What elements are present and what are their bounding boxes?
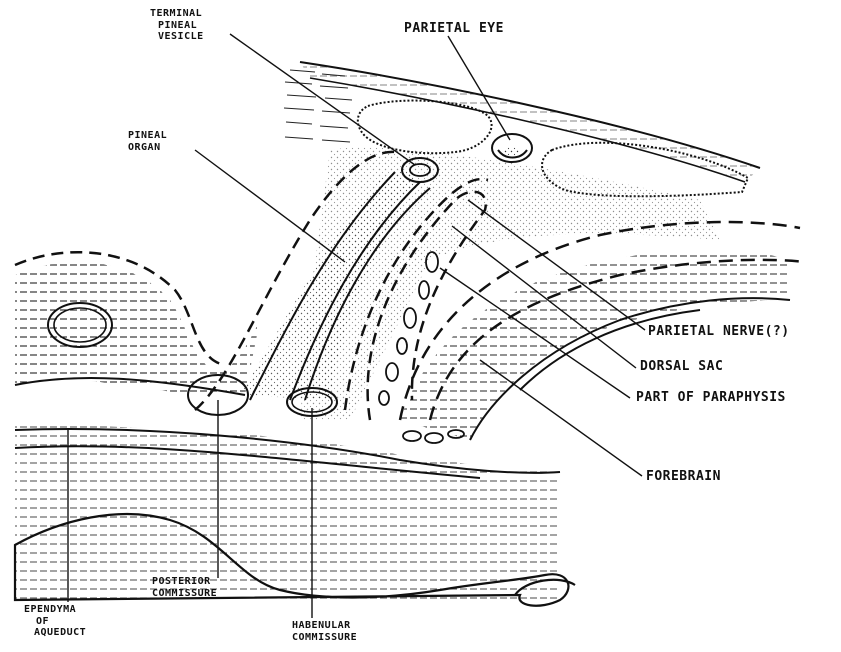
parietal-eye <box>492 134 532 162</box>
label-posterior-commissure: POSTERIOR COMMISSURE <box>152 576 217 599</box>
label-forebrain: FOREBRAIN <box>646 470 721 485</box>
label-habenular-commissure: HABENULAR COMMISSURE <box>292 620 357 643</box>
label-ependyma-line1: EPENDYMA <box>24 604 86 616</box>
label-pineal-line2: ORGAN <box>128 142 167 154</box>
label-pineal-organ: PINEAL ORGAN <box>128 130 167 153</box>
label-posterior-line2: COMMISSURE <box>152 588 217 600</box>
label-dorsal-sac: DORSAL SAC <box>640 360 723 375</box>
label-ependyma-line3: AQUEDUCT <box>24 627 86 639</box>
label-parietal-eye: PARIETAL EYE <box>404 22 504 37</box>
label-parietal-nerve: PARIETAL NERVE(?) <box>648 325 790 340</box>
label-ependyma-line2: OF <box>24 616 86 628</box>
label-ependyma-of-aqueduct: EPENDYMA OF AQUEDUCT <box>24 604 86 639</box>
label-terminal-line3: VESICLE <box>150 31 204 43</box>
label-terminal-pineal-vesicle: TERMINAL PINEAL VESICLE <box>150 8 204 43</box>
label-terminal-line1: TERMINAL <box>150 8 204 20</box>
label-pineal-line1: PINEAL <box>128 130 167 142</box>
label-habenular-line1: HABENULAR <box>292 620 357 632</box>
lower-midbrain <box>15 425 575 606</box>
label-habenular-line2: COMMISSURE <box>292 632 357 644</box>
label-paraphysis: PART OF PARAPHYSIS <box>636 391 786 406</box>
label-posterior-line1: POSTERIOR <box>152 576 217 588</box>
label-terminal-line2: PINEAL <box>150 20 204 32</box>
